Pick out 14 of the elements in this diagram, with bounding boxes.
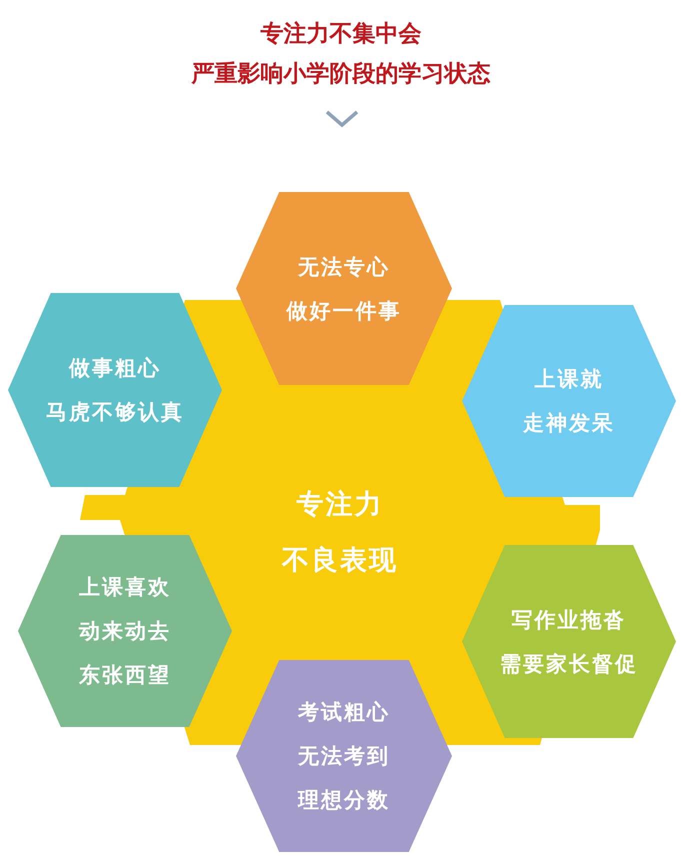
node-text: 写作业拖沓需要家长督促 bbox=[500, 606, 638, 678]
hexagon-card bbox=[236, 192, 452, 385]
hexagon-card bbox=[236, 660, 452, 852]
node-text: 专注力不良表现 bbox=[282, 488, 398, 578]
title: 专注力不集中会严重影响小学阶段的学习状态 bbox=[190, 20, 492, 89]
node-text: 无法专心做好一件事 bbox=[286, 254, 402, 324]
hexagon-card bbox=[462, 545, 676, 738]
hexagon-card bbox=[18, 535, 232, 727]
node-text: 上课喜欢动来动去东张西望 bbox=[79, 574, 171, 689]
hexagon-card bbox=[462, 305, 676, 497]
node-text: 上课就走神发呆 bbox=[523, 366, 615, 437]
node-text: 考试粗心无法考到理想分数 bbox=[298, 699, 390, 814]
hexagon-card bbox=[8, 293, 222, 487]
node-text: 做事粗心马虎不够认真 bbox=[46, 355, 184, 426]
